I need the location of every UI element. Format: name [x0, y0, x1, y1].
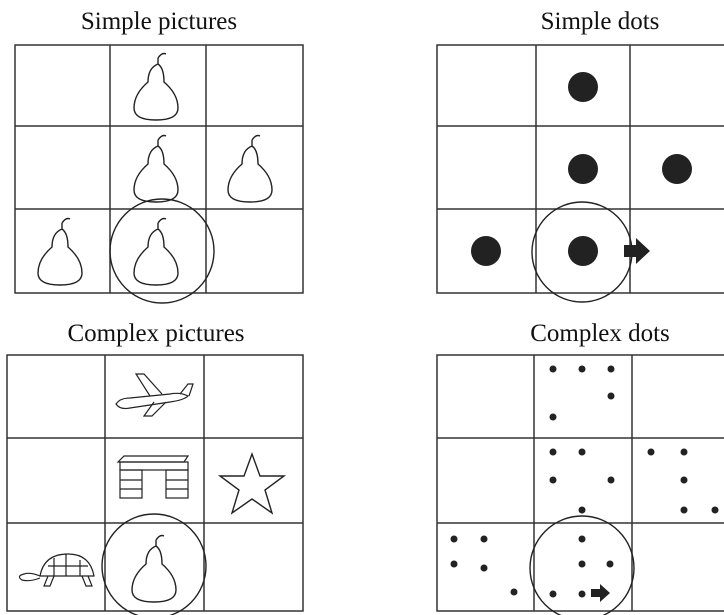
dot — [549, 448, 557, 456]
large-dot — [568, 72, 598, 102]
highlight-circle — [109, 198, 215, 304]
dot — [578, 535, 586, 543]
panel-title: Simple dots — [540, 8, 660, 35]
complex-pictures-grid — [6, 354, 304, 615]
panel-simple-dots: Simple dots — [436, 8, 724, 303]
large-dot — [662, 154, 692, 184]
pear-icon — [131, 534, 177, 603]
panel-simple-pictures: Simple pictures — [14, 8, 304, 304]
panel-title: Complex dots — [530, 320, 670, 347]
dot — [606, 560, 614, 568]
dot — [680, 506, 688, 514]
dot — [607, 392, 615, 400]
dot — [607, 476, 615, 484]
highlight-circle — [101, 513, 207, 615]
dot — [450, 535, 458, 543]
simple-pictures-grid — [14, 44, 304, 304]
dot — [480, 535, 488, 543]
panel-title: Complex pictures — [67, 320, 245, 347]
pear-icon — [133, 134, 179, 203]
arrow-icon — [591, 584, 610, 602]
dot — [711, 506, 719, 514]
complex-dots-grid — [436, 354, 724, 615]
dot — [680, 448, 688, 456]
dot — [450, 560, 458, 568]
pear-icon — [37, 217, 83, 286]
dot — [549, 590, 557, 598]
dot — [549, 476, 557, 484]
desk-icon — [116, 455, 190, 499]
panel-complex-dots: Complex dots — [436, 320, 724, 615]
large-dot — [568, 154, 598, 184]
dot — [680, 476, 688, 484]
dot — [549, 365, 557, 373]
dot — [578, 506, 586, 514]
large-dot — [471, 236, 501, 266]
pear-icon — [133, 217, 179, 286]
arrow-icon — [624, 238, 650, 264]
dot — [578, 560, 586, 568]
panel-title: Simple pictures — [80, 8, 238, 35]
dot — [578, 448, 586, 456]
simple-dots-grid — [436, 44, 724, 303]
large-dot — [568, 236, 598, 266]
dot — [578, 365, 586, 373]
pear-icon — [227, 134, 273, 203]
turtle-icon — [18, 553, 95, 587]
dot — [510, 588, 518, 596]
pear-icon — [133, 52, 179, 121]
star-icon — [217, 451, 287, 515]
dot — [549, 413, 557, 421]
dot — [578, 590, 586, 598]
highlight-circle — [531, 201, 633, 303]
dot — [607, 365, 615, 373]
dot — [480, 564, 488, 572]
highlight-circle — [529, 515, 635, 615]
dot — [647, 448, 655, 456]
airplane-icon — [115, 373, 194, 417]
panel-complex-pictures: Complex pictures — [6, 320, 306, 615]
